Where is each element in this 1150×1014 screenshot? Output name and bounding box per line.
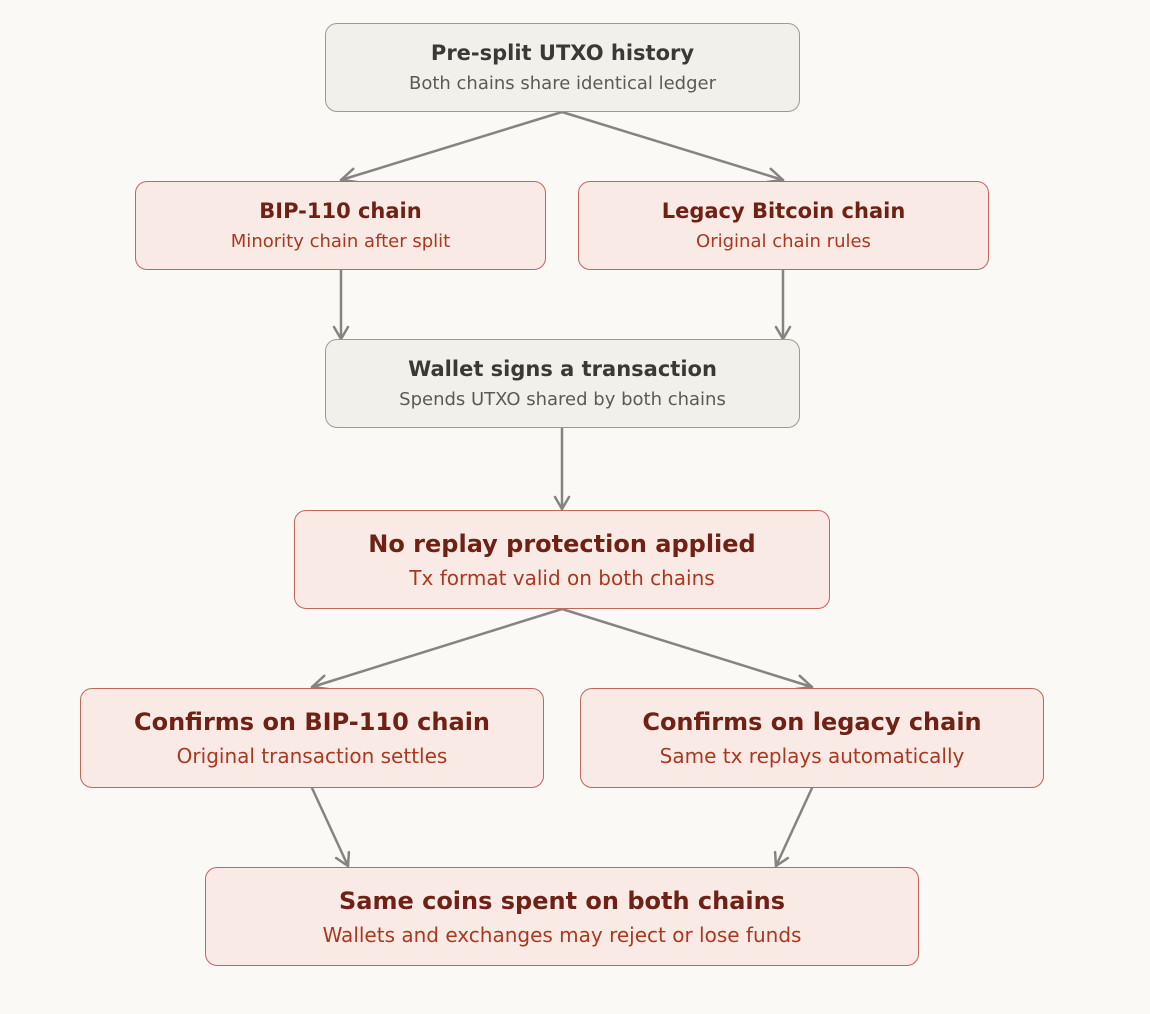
node-subtitle: Same tx replays automatically (659, 744, 965, 768)
node-confirms-on-legacy-chain: Confirms on legacy chain Same tx replays… (580, 688, 1044, 788)
node-subtitle: Minority chain after split (230, 230, 451, 252)
node-wallet-signs-transaction: Wallet signs a transaction Spends UTXO s… (325, 339, 800, 428)
edge-bip110-to-wallet (332, 268, 350, 341)
node-subtitle: Both chains share identical ledger (408, 72, 717, 94)
node-confirms-on-bip-110-chain: Confirms on BIP-110 chain Original trans… (80, 688, 544, 788)
edge-confirm-legacy-to-same (773, 786, 814, 868)
edge-legacy-to-wallet (774, 268, 792, 341)
node-bip-110-chain: BIP-110 chain Minority chain after split (135, 181, 546, 270)
node-subtitle: Wallets and exchanges may reject or lose… (322, 922, 802, 947)
node-title: Confirms on legacy chain (642, 708, 982, 736)
edge-presplit-to-bip110 (339, 110, 564, 184)
node-subtitle: Original chain rules (696, 230, 871, 252)
arrowhead-icon (553, 495, 571, 511)
node-title: Confirms on BIP-110 chain (133, 708, 490, 736)
node-subtitle: Tx format valid on both chains (409, 565, 715, 590)
node-title: Pre-split UTXO history (430, 40, 695, 65)
node-title: Same coins spent on both chains (338, 886, 786, 915)
node-title: BIP-110 chain (259, 198, 422, 223)
edge-noreplay-to-confirm-legacy (560, 607, 814, 691)
edge-presplit-to-legacy (560, 110, 785, 184)
node-title: Wallet signs a transaction (408, 356, 717, 381)
node-same-coins-spent: Same coins spent on both chains Wallets … (205, 867, 919, 966)
edge-wallet-to-noreplay (553, 426, 571, 511)
arrowhead-icon (773, 850, 790, 868)
edge-noreplay-to-confirm-bip (310, 607, 564, 691)
node-subtitle: Original transaction settles (176, 744, 448, 768)
node-title: No replay protection applied (368, 529, 756, 558)
node-legacy-bitcoin-chain: Legacy Bitcoin chain Original chain rule… (578, 181, 989, 270)
node-pre-split-utxo-history: Pre-split UTXO history Both chains share… (325, 23, 800, 112)
edge-confirm-bip-to-same (310, 786, 351, 868)
node-title: Legacy Bitcoin chain (661, 198, 906, 223)
node-subtitle: Spends UTXO shared by both chains (399, 388, 726, 410)
node-no-replay-protection: No replay protection applied Tx format v… (294, 510, 830, 609)
arrowhead-icon (334, 850, 351, 868)
